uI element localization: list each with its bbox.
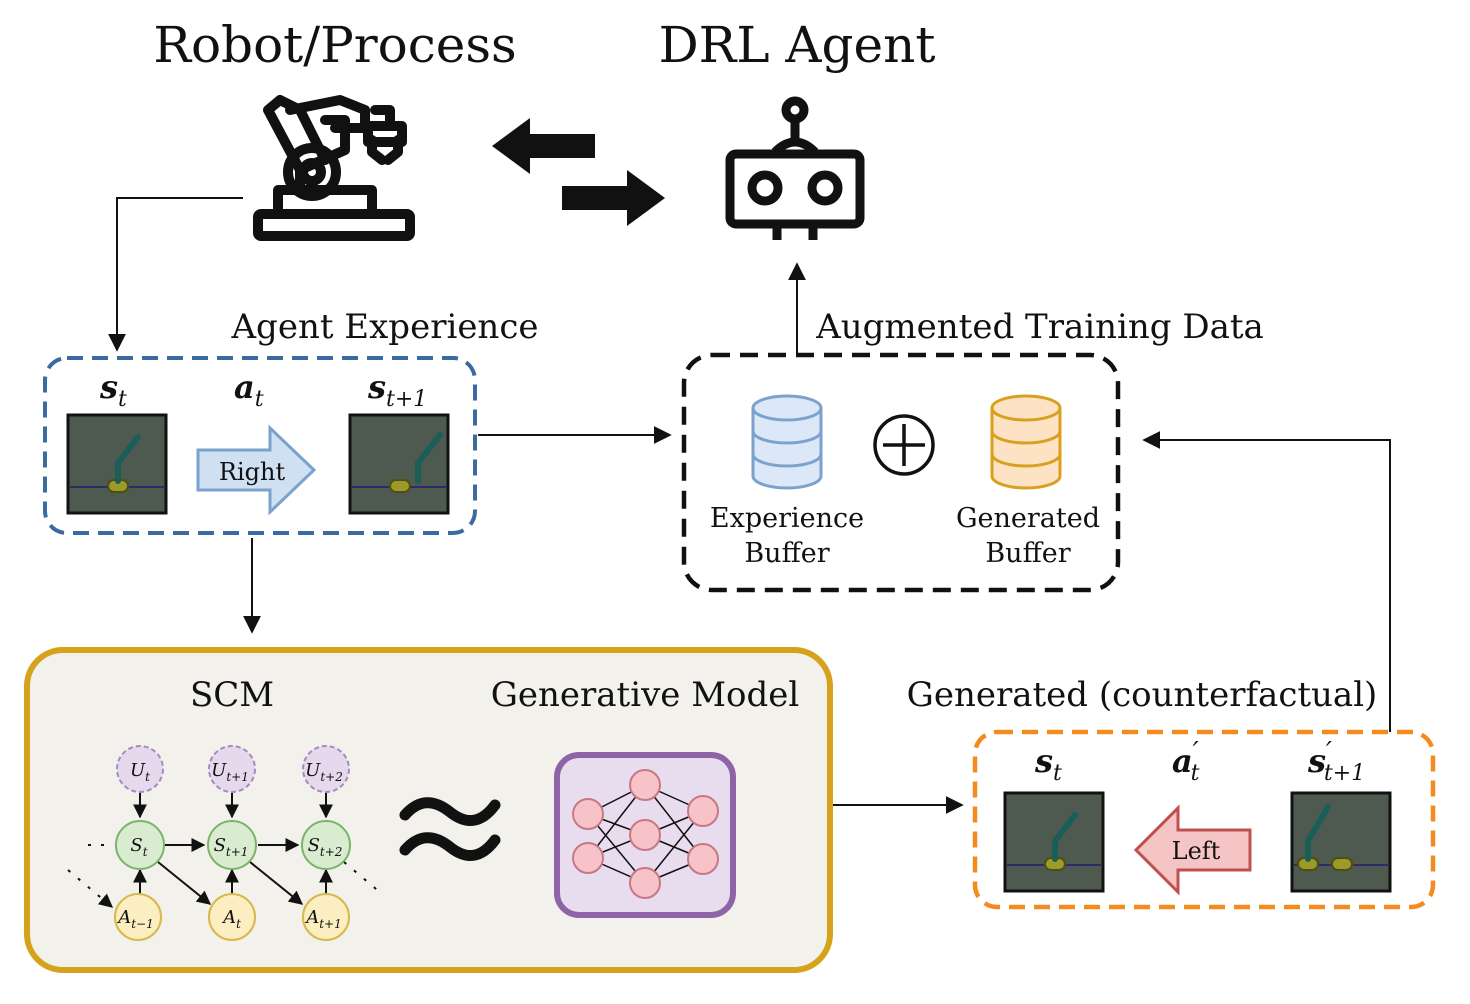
counterfactual-box <box>972 729 1436 910</box>
scm-edges <box>67 792 383 908</box>
exp-action-label: at <box>234 368 264 412</box>
scm-node-u-t2: Ut+2 <box>302 745 350 793</box>
approx-symbol-icon <box>399 797 501 861</box>
neural-network-icon <box>554 752 736 918</box>
scm-node-s-t1: St+1 <box>207 820 257 870</box>
counterfactual-to-augmented-arrow <box>1142 431 1391 732</box>
cf-state-thumbnail <box>1003 791 1105 893</box>
scm-node-u-t1: Ut+1 <box>208 745 256 793</box>
exp-state-label: st <box>99 368 127 412</box>
right-action-arrow: Right <box>196 424 317 516</box>
left-action-text: Left <box>1172 837 1221 865</box>
generative-model-title: Generative Model <box>491 675 800 715</box>
generated-buffer-icon <box>990 394 1062 490</box>
svg-text:Ut: Ut <box>130 760 150 784</box>
left-action-arrow: Left <box>1133 804 1252 896</box>
scm-node-u-t: Ut <box>116 745 164 793</box>
scm-node-s-t2: St+2 <box>301 820 351 870</box>
scm-node-a-t1: At+1 <box>302 893 350 941</box>
scm-node-a-tm1: At−1 <box>114 893 162 941</box>
svg-text:Ut+1: Ut+1 <box>211 760 249 784</box>
svg-text:At: At <box>221 907 241 931</box>
scm-node-s-t: St <box>115 820 165 870</box>
augmented-training-box <box>681 352 1121 593</box>
scm-node-a-t: At <box>208 893 256 941</box>
cf-action-label: a′t <box>1172 737 1200 786</box>
exp-state-thumbnail <box>66 413 168 515</box>
drl-agent-title: DRL Agent <box>659 16 936 74</box>
generated-buffer-line1: Generated <box>956 503 1100 534</box>
agent-experience-box <box>43 356 477 535</box>
experience-buffer-icon <box>751 394 823 490</box>
svg-text:At+1: At+1 <box>304 907 342 931</box>
experience-buffer-line1: Experience <box>710 503 864 534</box>
augmented-training-label: Augmented Training Data <box>815 307 1264 347</box>
robot-process-title: Robot/Process <box>153 16 516 74</box>
svg-text:Ut+2: Ut+2 <box>305 760 343 784</box>
cf-next-state-label: s′t+1 <box>1307 737 1365 786</box>
svg-text:At−1: At−1 <box>116 907 154 931</box>
generated-counterfactual-label: Generated (counterfactual) <box>907 675 1378 715</box>
agent-experience-label: Agent Experience <box>231 307 539 347</box>
svg-text:St+2: St+2 <box>308 835 343 859</box>
scm-title: SCM <box>190 675 274 715</box>
svg-text:St: St <box>130 835 147 859</box>
exp-next-state-label: st+1 <box>367 368 427 412</box>
generated-buffer-line2: Buffer <box>985 538 1070 569</box>
cf-state-label: st <box>1034 742 1062 786</box>
plus-circle-icon <box>873 414 935 476</box>
robot-to-experience-arrow <box>108 197 243 352</box>
experience-buffer-line2: Buffer <box>744 538 829 569</box>
cf-next-state-thumbnail <box>1290 791 1392 893</box>
robot-arm-icon <box>253 95 415 241</box>
interaction-arrows-icon <box>492 118 665 226</box>
right-action-text: Right <box>219 458 286 486</box>
robot-agent-icon <box>725 96 865 240</box>
svg-text:St+1: St+1 <box>214 835 249 859</box>
exp-next-state-thumbnail <box>348 413 450 515</box>
